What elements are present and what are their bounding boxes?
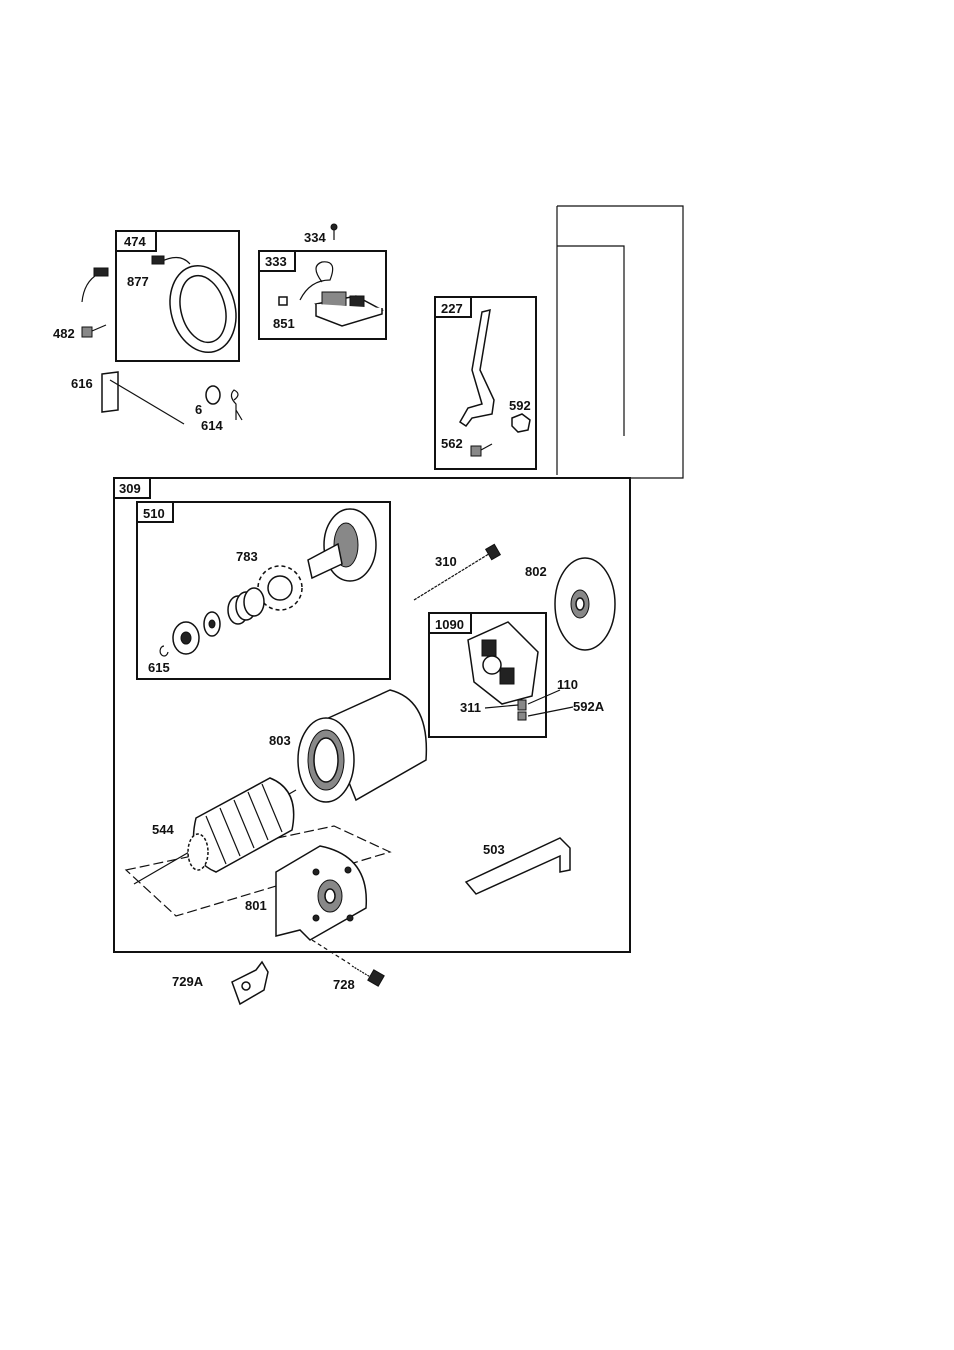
box-label-227: 227: [441, 301, 463, 316]
box-474: 474 877: [116, 231, 245, 361]
pulley-part: [173, 622, 199, 654]
label-544: 544: [152, 822, 174, 837]
label-803: 803: [269, 733, 291, 748]
label-592: 592: [509, 398, 531, 413]
box-333: 333 851: [259, 251, 386, 339]
label-728: 728: [333, 977, 355, 992]
label-310: 310: [435, 554, 457, 569]
box-label-333: 333: [265, 254, 287, 269]
right-side-frames: [557, 206, 683, 478]
box-1090: 1090 311: [429, 613, 546, 737]
label-615: 615: [148, 660, 170, 675]
label-614: 614: [201, 418, 223, 433]
brush-holder-part: [468, 622, 538, 704]
bracket-503: [466, 838, 570, 894]
label-311: 311: [460, 700, 481, 715]
box-510: 510 783 615: [137, 502, 390, 679]
label-616: 616: [71, 376, 93, 391]
box-label-510: 510: [143, 506, 165, 521]
label-729A: 729A: [172, 974, 204, 989]
label-6: 6: [195, 402, 202, 417]
bolt-310: [414, 544, 500, 600]
field-coil-part: [152, 256, 245, 360]
screw-334: [331, 224, 337, 240]
bracket-729A: [232, 962, 268, 1004]
shaft-616: [102, 372, 184, 424]
nut-592: [512, 414, 530, 432]
drive-housing-part: [308, 509, 376, 581]
label-802: 802: [525, 564, 547, 579]
spring-part: [228, 588, 264, 624]
washer-part: [204, 612, 220, 636]
screw-482: [82, 325, 106, 337]
box-227: 227 592 562: [435, 297, 536, 469]
clip-614: [231, 390, 242, 420]
solenoid-part: [300, 262, 382, 326]
label-801: 801: [245, 898, 267, 913]
terminal-parts: [518, 700, 526, 720]
label-877: 877: [127, 274, 149, 289]
label-592A: 592A: [573, 699, 605, 714]
label-851: 851: [273, 316, 295, 331]
label-562: 562: [441, 436, 463, 451]
label-334: 334: [304, 230, 326, 245]
label-110: 110: [557, 677, 578, 692]
drive-end-801: [276, 846, 366, 940]
housing-803: [298, 690, 426, 802]
lever-part: [460, 310, 494, 426]
label-482: 482: [53, 326, 75, 341]
box-label-1090: 1090: [435, 617, 464, 632]
box-label-309: 309: [119, 481, 141, 496]
label-783: 783: [236, 549, 258, 564]
washer-6: [206, 386, 220, 404]
terminal-851: [279, 297, 287, 305]
wire-lead-part: [82, 268, 108, 302]
clip-615: [160, 646, 168, 656]
end-plate-802: [555, 558, 615, 650]
screw-562: [471, 444, 492, 456]
box-label-474: 474: [124, 234, 146, 249]
label-503: 503: [483, 842, 505, 857]
